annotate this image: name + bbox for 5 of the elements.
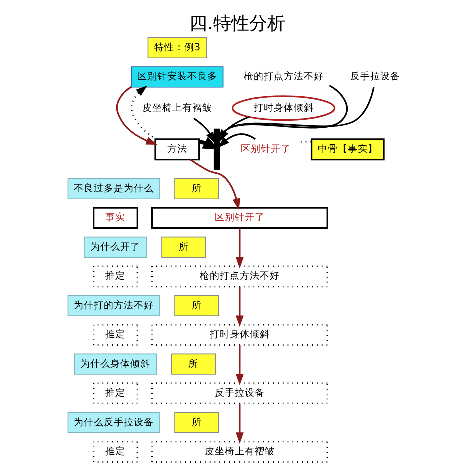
node-text: 反手拉设备 bbox=[350, 72, 400, 83]
node-text: 枪的打点方法不好 bbox=[243, 72, 324, 83]
diagram-title: 四.特性分析 bbox=[189, 13, 285, 34]
node-text: 区别针开了 bbox=[240, 144, 290, 156]
node-text: 皮坐椅上有褶皱 bbox=[142, 102, 212, 114]
